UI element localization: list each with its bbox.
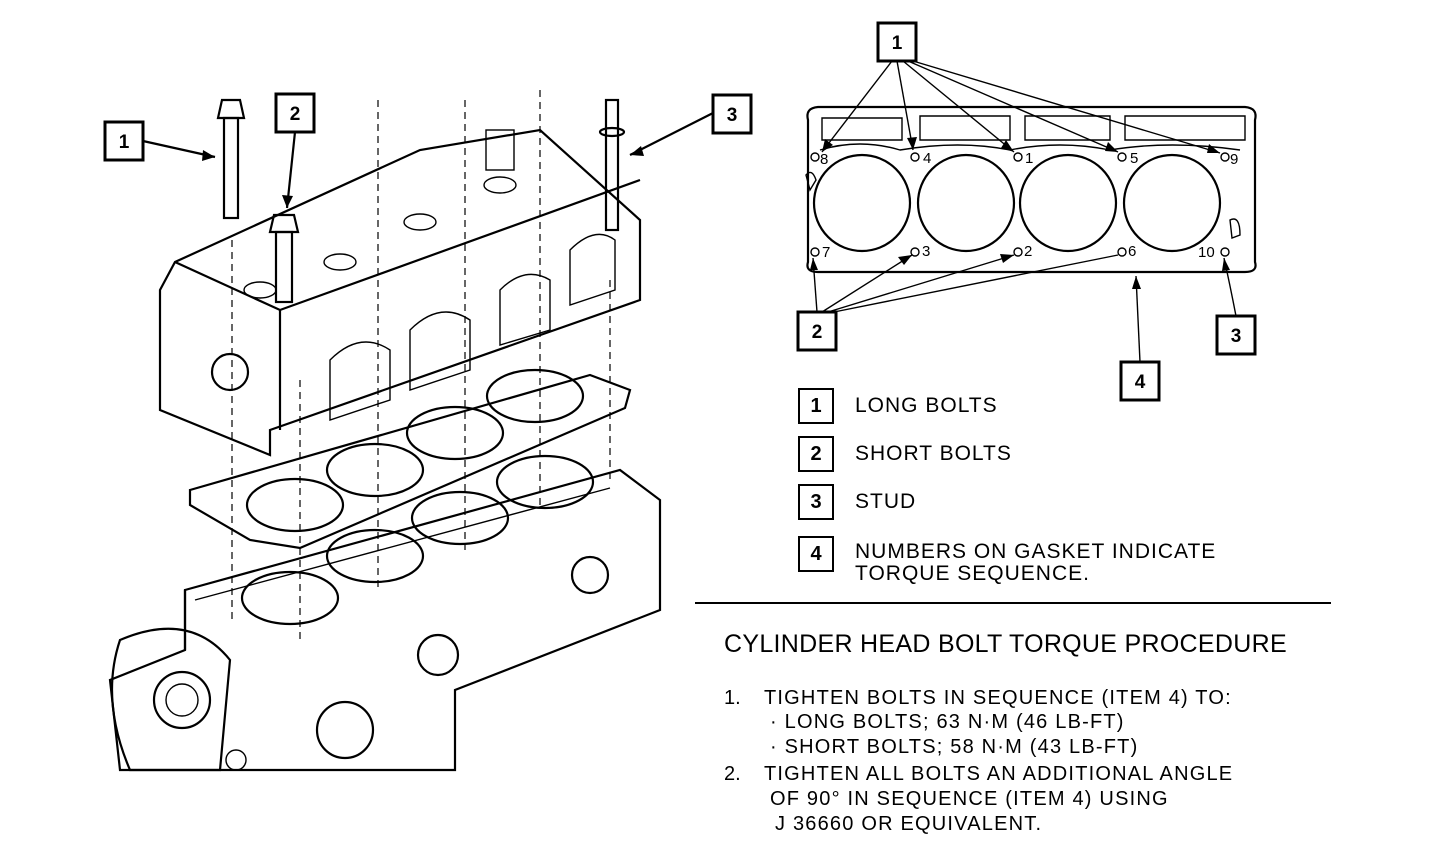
legend-item-stud: 3 STUD xyxy=(798,484,1318,524)
step-2-line-3: J 36660 OR EQUIVALENT. xyxy=(775,813,1043,835)
callout-short-bolts-right: 2 xyxy=(796,254,1119,352)
callout-stud-left: 3 xyxy=(629,93,753,156)
short-bolt xyxy=(268,213,300,304)
step-1-number: 1. xyxy=(724,687,741,709)
gasket-top-view: 8 4 1 5 9 7 3 2 6 10 xyxy=(805,105,1257,274)
svg-text:4: 4 xyxy=(1135,372,1146,393)
callout-stud-right: 3 xyxy=(1215,257,1257,356)
seq-10: 10 xyxy=(1198,244,1215,261)
seq-1: 1 xyxy=(1025,150,1033,167)
legend-number: 4 xyxy=(798,536,834,572)
svg-text:3: 3 xyxy=(1231,326,1242,347)
legend-item-long-bolts: 1 LONG BOLTS xyxy=(798,388,1318,428)
legend-label: SHORT BOLTS xyxy=(855,442,1012,465)
engine-block xyxy=(108,454,662,772)
svg-text:3: 3 xyxy=(727,105,738,126)
step-2-line-2: OF 90° IN SEQUENCE (ITEM 4) USING xyxy=(770,788,1169,810)
step-2-number: 2. xyxy=(724,763,741,785)
step-1-long-bolts: · LONG BOLTS; 63 N·M (46 LB-FT) xyxy=(770,711,1125,733)
legend-item-short-bolts: 2 SHORT BOLTS xyxy=(798,436,1318,476)
legend-number: 1 xyxy=(798,388,834,424)
legend-number: 2 xyxy=(798,436,834,472)
seq-8: 8 xyxy=(820,151,828,168)
callout-short-bolts-left: 2 xyxy=(274,92,316,209)
callout-long-bolts-left: 1 xyxy=(103,120,216,162)
seq-6: 6 xyxy=(1128,243,1136,260)
alignment-lines xyxy=(231,90,611,640)
seq-9: 9 xyxy=(1230,151,1238,168)
procedure-title: CYLINDER HEAD BOLT TORQUE PROCEDURE xyxy=(724,630,1287,658)
legend-number: 3 xyxy=(798,484,834,520)
step-1-short-bolts: · SHORT BOLTS; 58 N·M (43 LB-FT) xyxy=(770,736,1139,758)
step-2-line-1: TIGHTEN ALL BOLTS AN ADDITIONAL ANGLE xyxy=(764,763,1234,785)
callout-sequence: 4 xyxy=(1119,275,1161,402)
svg-text:1: 1 xyxy=(119,132,130,153)
long-bolt xyxy=(216,98,246,220)
seq-2: 2 xyxy=(1024,243,1032,260)
seq-7: 7 xyxy=(822,244,830,261)
legend-label: NUMBERS ON GASKET INDICATE TORQUE SEQUEN… xyxy=(855,540,1217,585)
section-divider xyxy=(695,602,1331,604)
svg-text:2: 2 xyxy=(290,104,301,125)
legend-label: LONG BOLTS xyxy=(855,394,998,417)
seq-4: 4 xyxy=(923,150,931,167)
stud xyxy=(598,98,626,232)
cylinder-head xyxy=(158,128,642,457)
legend-label: STUD xyxy=(855,490,917,513)
step-1-text: TIGHTEN BOLTS IN SEQUENCE (ITEM 4) TO: xyxy=(764,687,1232,709)
legend-item-sequence: 4 NUMBERS ON GASKET INDICATE TORQUE SEQU… xyxy=(798,536,1318,585)
svg-text:2: 2 xyxy=(812,322,823,343)
head-gasket xyxy=(188,368,632,550)
callout-long-bolts-right: 1 xyxy=(821,21,1221,154)
svg-text:1: 1 xyxy=(892,33,903,54)
seq-3: 3 xyxy=(922,243,930,260)
seq-5: 5 xyxy=(1130,150,1138,167)
